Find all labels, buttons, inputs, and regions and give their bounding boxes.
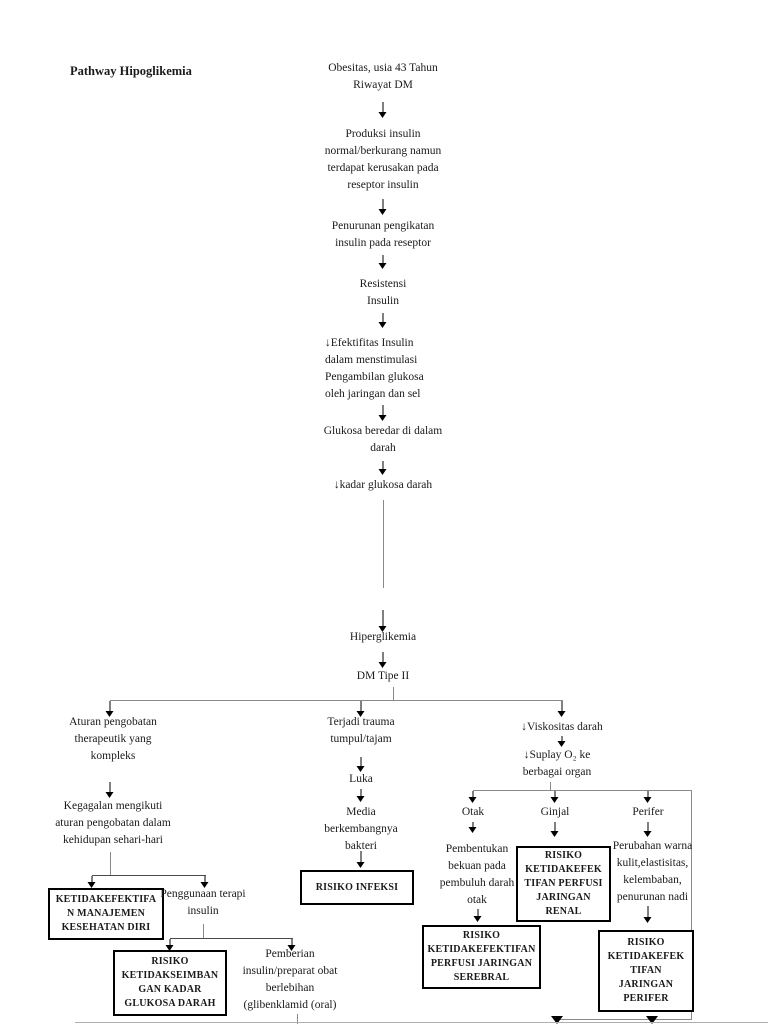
page-title: Pathway Hipoglikemia: [70, 64, 192, 78]
connector-line: [691, 790, 692, 1020]
node-obesitas: Obesitas, usia 43 Tahun Riwayat DM: [328, 62, 438, 91]
arrow-down-icon: [87, 876, 97, 888]
arrow-down-icon: [378, 313, 388, 328]
connector-line: [383, 500, 384, 588]
node-viskositas: ↓Viskositas darah: [521, 721, 603, 733]
connector-line: [297, 1014, 298, 1024]
arrow-down-icon: [378, 255, 388, 269]
box-risiko-jaringan-perifer: RISIKO KETIDAKEFEK TIFAN JARINGAN PERIFE…: [598, 930, 694, 1012]
arrow-down-icon: [557, 701, 567, 717]
arrow-down-icon: [550, 822, 560, 837]
box-risiko-perfusi-serebral: RISIKO KETIDAKEFEKTIFAN PERFUSI JARINGAN…: [422, 925, 541, 989]
arrow-down-icon: [643, 906, 653, 923]
node-media-bakteri: Media berkembangnya bakteri: [324, 806, 398, 852]
node-hiperglikemia: Hiperglikemia: [349, 631, 417, 643]
node-trauma: Terjadi trauma tumpul/tajam: [327, 716, 395, 745]
arrow-down-icon: [356, 789, 366, 802]
arrow-down-icon: [550, 791, 560, 803]
arrow-down-icon: [557, 736, 567, 747]
arrow-down-icon: [165, 939, 175, 951]
node-efektifitas-insulin: ↓Efektifitas Insulin dalam menstimulasi …: [325, 337, 424, 400]
node-pembentukan-bekuan: Pembentukan bekuan pada pembuluh darah o…: [439, 843, 515, 906]
node-aturan-pengobatan: Aturan pengobatan therapeutik yang kompl…: [69, 716, 157, 762]
connector-line: [203, 924, 204, 938]
arrow-down-icon: [378, 405, 388, 421]
node-kegagalan: Kegagalan mengikuti aturan pengobatan da…: [55, 800, 171, 846]
node-kadar-glukosa: ↓kadar glukosa darah: [333, 479, 433, 491]
node-pemberian-insulin: Pemberian insulin/preparat obat berlebih…: [242, 948, 338, 1011]
arrow-down-icon: [378, 461, 388, 475]
node-produksi-insulin: Produksi insulin normal/berkurang namun …: [324, 128, 442, 191]
connector-line: [393, 687, 394, 700]
box-risiko-infeksi: RISIKO INFEKSI: [300, 870, 414, 905]
box-risiko-perfusi-renal: RISIKO KETIDAKEFEK TIFAN PERFUSI JARINGA…: [516, 846, 611, 922]
arrow-down-icon: [105, 782, 115, 798]
arrow-down-icon: [200, 876, 210, 888]
arrow-down-icon: [468, 822, 478, 833]
arrow-down-icon: [356, 757, 366, 772]
arrow-down-icon: [105, 701, 115, 717]
connector-line: [556, 1019, 692, 1020]
node-otak: Otak: [461, 806, 485, 818]
node-dm-tipe2: DM Tipe II: [356, 670, 410, 682]
arrow-down-icon: [378, 652, 388, 668]
connector-line: [110, 852, 111, 875]
arrow-down-icon: [378, 199, 388, 215]
connector-line: [92, 875, 206, 876]
node-penurunan-pengikatan: Penurunan pengikatan insulin pada resept…: [331, 220, 435, 249]
box-ketidakefektifan-manajemen: KETIDAKEFEKTIFA N MANAJEMEN KESEHATAN DI…: [48, 888, 164, 940]
arrow-down-icon: [378, 610, 388, 632]
arrow-down-icon: [646, 1016, 658, 1024]
connector-line: [550, 782, 551, 790]
arrow-down-icon: [643, 791, 653, 803]
node-luka: Luka: [349, 773, 373, 785]
arrow-down-icon: [378, 102, 388, 118]
connector-line: [473, 790, 692, 791]
node-perifer: Perifer: [632, 806, 664, 818]
arrow-down-icon: [356, 851, 366, 868]
box-risiko-ketidakseimbangan-glukosa: RISIKO KETIDAKSEIMBAN GAN KADAR GLUKOSA …: [113, 950, 227, 1016]
node-glukosa-beredar: Glukosa beredar di dalam darah: [323, 425, 443, 454]
arrow-down-icon: [643, 822, 653, 837]
node-suplay-o2: ↓Suplay O₂ ke berbagai organ: [522, 749, 592, 778]
node-resistensi-insulin: Resistensi Insulin: [359, 278, 407, 307]
node-ginjal: Ginjal: [540, 806, 570, 818]
arrow-down-icon: [356, 701, 366, 717]
arrow-down-icon: [468, 791, 478, 803]
node-penggunaan-terapi: Penggunaan terapi insulin: [160, 888, 246, 917]
arrow-down-icon: [287, 939, 297, 951]
page-divider: [75, 1022, 768, 1023]
node-perubahan-warna: Perubahan warna kulit,elastisitas, kelem…: [612, 840, 693, 903]
connector-line: [170, 938, 293, 939]
connector-line: [110, 700, 563, 701]
arrow-down-icon: [473, 909, 483, 922]
arrow-down-icon: [551, 1016, 563, 1024]
